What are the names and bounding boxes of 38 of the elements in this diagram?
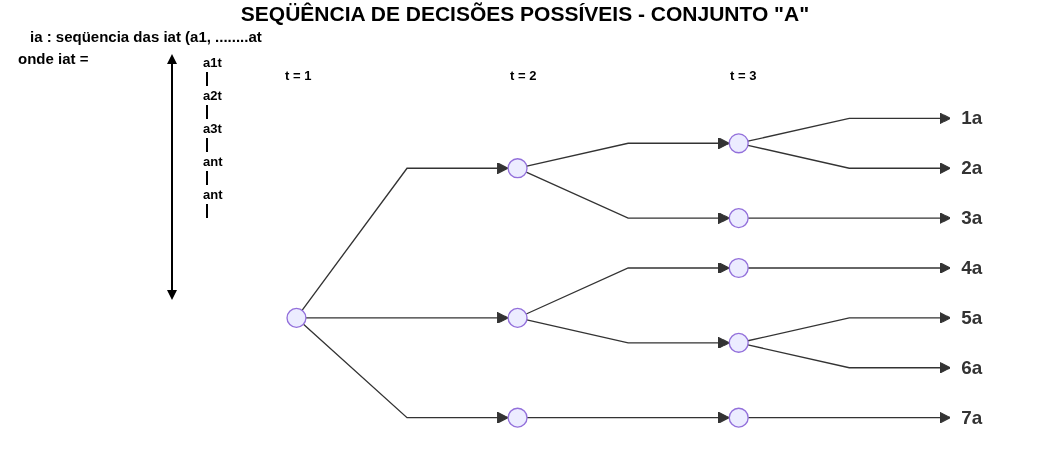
- alternative-label: ant: [203, 154, 223, 169]
- node-text: 4a: [961, 256, 983, 279]
- definition-text: ia : seqüencia das iat (a1, ........at: [30, 28, 262, 45]
- arrow: [302, 323, 509, 424]
- arrow: [747, 311, 951, 342]
- stage-label: t = 3: [730, 68, 757, 83]
- node-text: 3a: [961, 206, 983, 229]
- arrow: [526, 319, 730, 349]
- arrow: [747, 344, 951, 374]
- node-circle: [507, 158, 528, 179]
- stage-label: t = 1: [285, 68, 312, 83]
- node-circle: [507, 307, 528, 328]
- node-text: 5a: [961, 306, 983, 328]
- arrow: [525, 171, 730, 225]
- node-circle: [728, 407, 749, 428]
- node-text: 6a: [961, 356, 983, 378]
- node-text: 7a: [961, 406, 983, 428]
- arrow: [525, 262, 730, 315]
- node-circle: [728, 332, 749, 353]
- definition-text: onde iat =: [18, 50, 89, 67]
- alternative-label: a3t: [203, 121, 222, 136]
- stage-label: t = 2: [510, 68, 537, 83]
- alternative-label: ant: [203, 187, 223, 202]
- arrow: [305, 311, 509, 324]
- diagram-title: SEQÜÊNCIA DE DECISÕES POSSÍVEIS - CONJUNTO "A": [239, 2, 811, 26]
- node-circle: [507, 407, 528, 428]
- alternative-label: a2t: [203, 88, 222, 103]
- arrow: [747, 144, 951, 175]
- node-text: 2a: [961, 156, 983, 179]
- node-circle: [728, 208, 749, 229]
- node-circle: [728, 133, 749, 154]
- node-circle: [728, 257, 749, 279]
- node-circle: [286, 307, 307, 328]
- arrow: [526, 137, 730, 167]
- node-text: 1a: [961, 106, 983, 129]
- arrow: [747, 112, 951, 142]
- alternative-label: a1t: [203, 55, 222, 70]
- arrow: [301, 162, 509, 311]
